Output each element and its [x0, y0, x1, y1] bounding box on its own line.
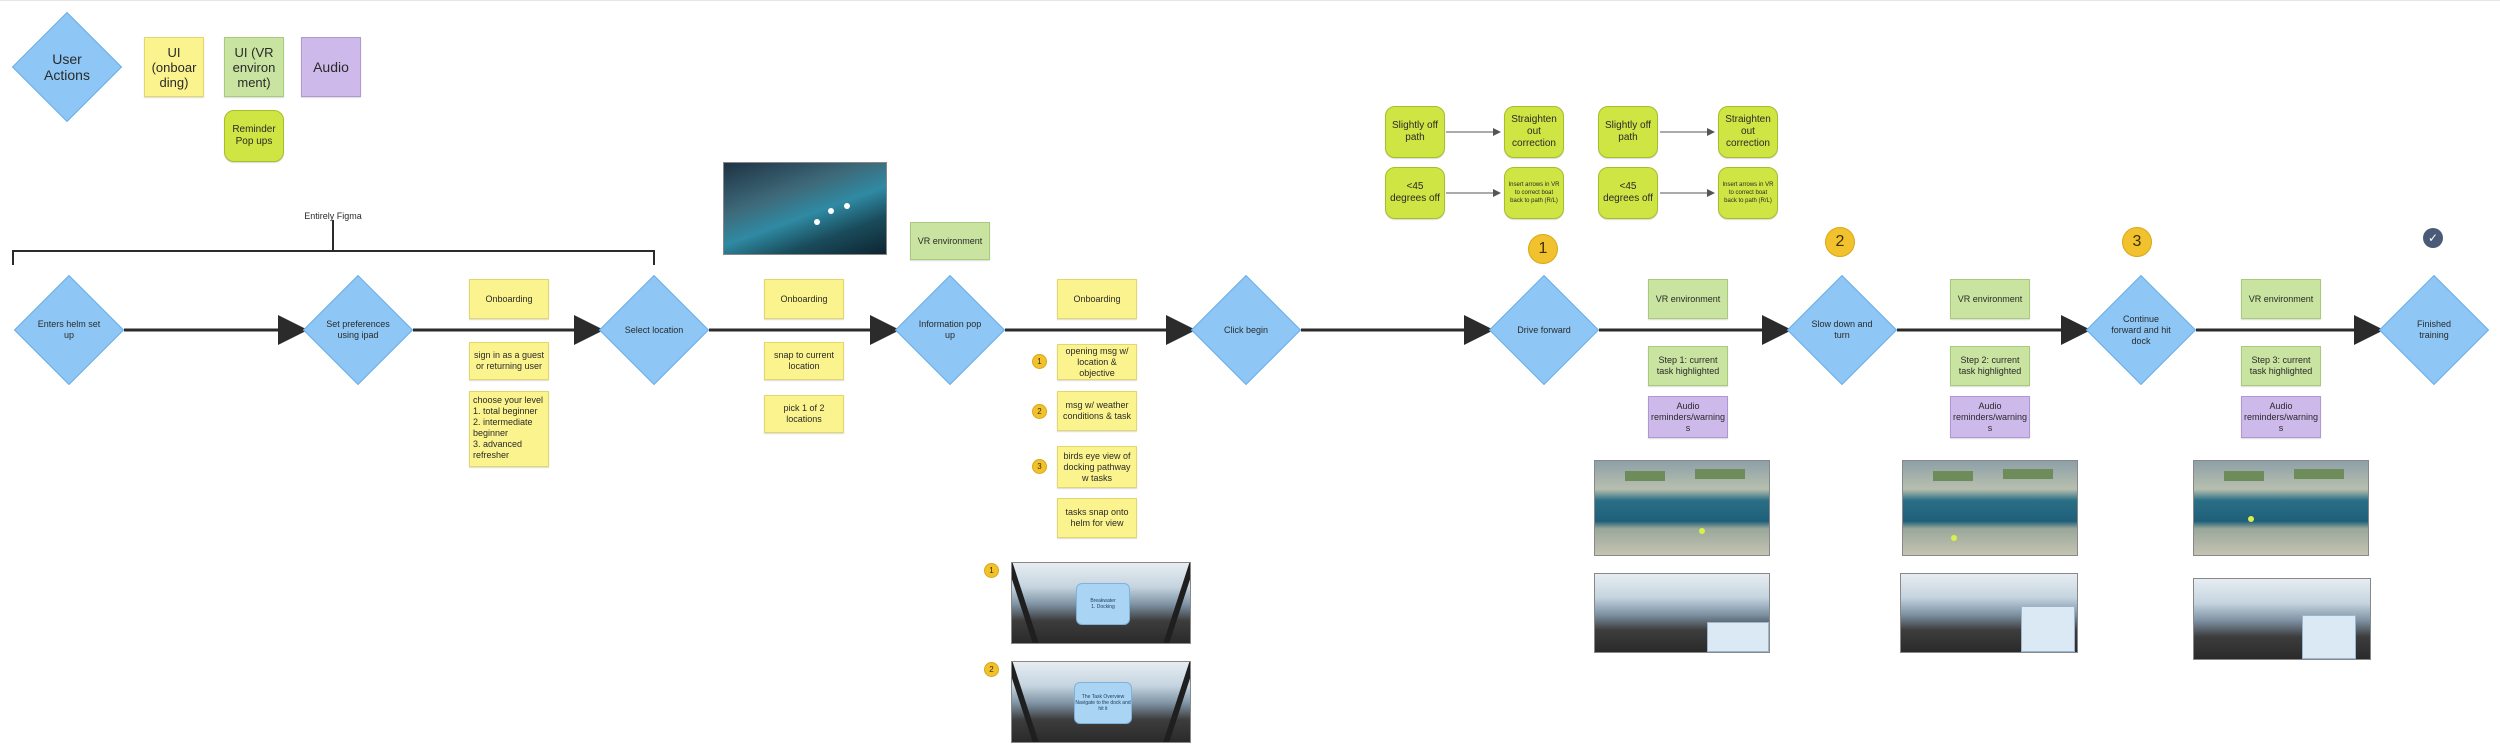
vr-panel-2-title: The Task Overview — [1081, 694, 1125, 700]
legend-ui-vr: UI (VR environ ment) — [224, 37, 284, 97]
note-weather-msg: msg w/ weather conditions & task — [1057, 391, 1137, 431]
step-badge-1: 1 — [1528, 234, 1558, 264]
note-sign-in: sign in as a guest or returning user — [469, 342, 549, 380]
legend-ui-onboarding: UI (onboar ding) — [144, 37, 204, 97]
node-enters-helm-label: Enters helm set up — [37, 319, 101, 340]
audio-step2: Audio reminders/warning s — [1950, 396, 2030, 438]
figma-bracket — [12, 220, 655, 265]
top-border — [0, 0, 2500, 1]
node-select-location-label: Select location — [624, 324, 684, 335]
node-information-popup: Information pop up — [894, 274, 1006, 386]
figma-bracket-label: Entirely Figma — [304, 211, 362, 221]
node-slow-down: Slow down and turn — [1786, 274, 1898, 386]
vr-environment-step2: VR environment — [1950, 279, 2030, 319]
legend-audio: Audio — [301, 37, 361, 97]
reminder-slightly-off-1: Slightly off path — [1385, 106, 1445, 158]
vr-environment-step1: VR environment — [1648, 279, 1728, 319]
audio-step3: Audio reminders/warning s — [2241, 396, 2321, 438]
note-step2: Step 2: current task highlighted — [1950, 346, 2030, 386]
node-click-begin: Click begin — [1190, 274, 1302, 386]
node-slow-down-label: Slow down and turn — [1811, 319, 1873, 340]
vr-screenshot-opening: Breakwater 1. Docking — [1011, 562, 1191, 644]
legend-user-actions: User Actions — [11, 11, 123, 123]
reminder-insert-arrows-2: Insert arrows in VR to correct boat back… — [1718, 167, 1778, 219]
onboarding-label-3: Onboarding — [1057, 279, 1137, 319]
badge-3-small: 3 — [1032, 459, 1047, 474]
onboarding-label-1: Onboarding — [469, 279, 549, 319]
map-screenshot-step2 — [1902, 460, 2078, 556]
node-enters-helm: Enters helm set up — [13, 274, 125, 386]
onboarding-label-2: Onboarding — [764, 279, 844, 319]
badge-1-small-a: 1 — [1032, 354, 1047, 369]
map-screenshot-step3 — [2193, 460, 2369, 556]
vr-panel-1-sub: 1. Docking — [1091, 604, 1115, 610]
finished-check-icon: ✓ — [2423, 228, 2443, 248]
reminder-degrees-off-1: <45 degrees off — [1385, 167, 1445, 219]
reminder-arrows — [1446, 128, 1715, 197]
reminder-straighten-1: Straighten out correction — [1504, 106, 1564, 158]
badge-2-small-b: 2 — [984, 662, 999, 677]
audio-step1: Audio reminders/warning s — [1648, 396, 1728, 438]
node-drive-forward: Drive forward — [1488, 274, 1600, 386]
vr-screenshot-task-overview: The Task Overview Navigate to the dock a… — [1011, 661, 1191, 743]
note-opening-msg: opening msg w/ location & objective — [1057, 344, 1137, 380]
badge-1-small-b: 1 — [984, 563, 999, 578]
vr-screenshot-step1 — [1594, 573, 1770, 653]
node-drive-forward-label: Drive forward — [1517, 324, 1571, 335]
reminder-straighten-2: Straighten out correction — [1718, 106, 1778, 158]
note-tasks-snap: tasks snap onto helm for view — [1057, 498, 1137, 538]
note-choose-level: choose your level 1. total beginner 2. i… — [469, 391, 549, 467]
badge-2-small-a: 2 — [1032, 404, 1047, 419]
vr-panel-2-sub: Navigate to the dock and hit it — [1075, 700, 1131, 712]
legend-user-actions-label: User Actions — [44, 51, 90, 83]
node-information-popup-label: Information pop up — [918, 319, 982, 340]
vr-panel-1-title: Breakwater — [1090, 598, 1116, 604]
step-badge-2: 2 — [1825, 227, 1855, 257]
note-step1: Step 1: current task highlighted — [1648, 346, 1728, 386]
step-badge-3: 3 — [2122, 227, 2152, 257]
note-step3: Step 3: current task highlighted — [2241, 346, 2321, 386]
node-set-preferences: Set preferences using ipad — [302, 274, 414, 386]
vr-environment-info: VR environment — [910, 222, 990, 260]
legend-reminder-popups: Reminder Pop ups — [224, 110, 284, 162]
node-continue-forward: Continue forward and hit dock — [2085, 274, 2197, 386]
node-finished-label: Finished training — [2416, 319, 2452, 340]
vr-environment-step3: VR environment — [2241, 279, 2321, 319]
node-finished: Finished training — [2378, 274, 2490, 386]
node-set-preferences-label: Set preferences using ipad — [326, 319, 390, 340]
vr-screenshot-step3 — [2193, 578, 2371, 660]
reminder-slightly-off-2: Slightly off path — [1598, 106, 1658, 158]
node-click-begin-label: Click begin — [1223, 324, 1269, 335]
reminder-degrees-off-2: <45 degrees off — [1598, 167, 1658, 219]
note-snap-location: snap to current location — [764, 342, 844, 380]
location-aerial-screenshot — [723, 162, 887, 255]
node-select-location: Select location — [598, 274, 710, 386]
node-continue-forward-label: Continue forward and hit dock — [2111, 313, 2171, 346]
vr-screenshot-step2 — [1900, 573, 2078, 653]
note-pick-location: pick 1 of 2 locations — [764, 395, 844, 433]
reminder-insert-arrows-1: Insert arrows in VR to correct boat back… — [1504, 167, 1564, 219]
note-birds-eye: birds eye view of docking pathway w task… — [1057, 446, 1137, 488]
map-screenshot-step1 — [1594, 460, 1770, 556]
